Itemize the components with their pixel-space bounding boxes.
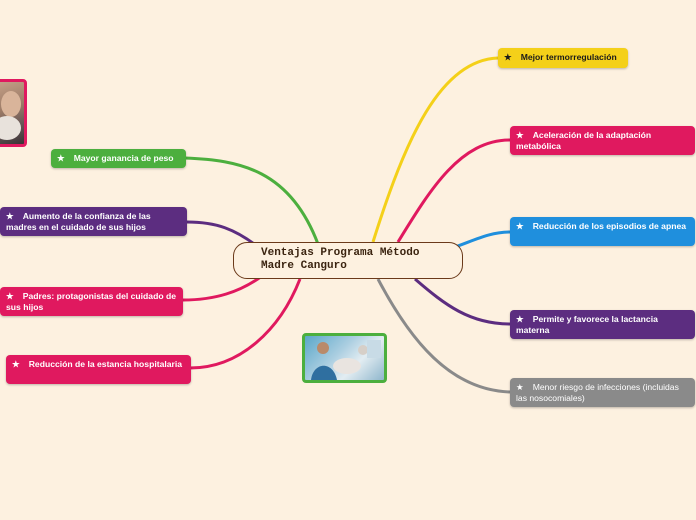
mother-baby-photo: [0, 79, 27, 147]
branch-estancia: [189, 278, 302, 370]
branch-padres: [182, 274, 263, 302]
star-icon: ★: [516, 382, 524, 392]
topic-label: Permite y favorece la lactancia materna: [516, 314, 658, 335]
topic-reduccion-apnea[interactable]: ★ Reducción de los episodios de apnea: [510, 217, 695, 246]
topic-reduccion-estancia[interactable]: ★ Reducción de la estancia hospitalaria: [6, 355, 191, 384]
central-topic[interactable]: Ventajas Programa Método Madre Canguro: [233, 242, 463, 279]
topic-lactancia-materna[interactable]: ★Permite y favorece la lactancia materna: [510, 310, 695, 339]
star-icon: ★: [6, 211, 14, 221]
branch-apnea: [454, 230, 511, 249]
star-icon: ★: [12, 359, 20, 369]
topic-mejor-termorregulacion[interactable]: ★ Mejor termorregulación: [498, 48, 628, 68]
central-topic-line2: Madre Canguro: [261, 260, 347, 272]
branch-lactancia: [414, 277, 511, 326]
star-icon: ★: [516, 130, 524, 140]
topic-label: Menor riesgo de infecciones (incluidas l…: [516, 382, 679, 403]
star-icon: ★: [6, 291, 14, 301]
kangaroo-care-photo: [302, 333, 387, 383]
topic-label: Reducción de la estancia hospitalaria: [28, 359, 183, 369]
topic-aceleracion-metabolica[interactable]: ★Aceleración de la adaptación metabólica: [510, 126, 695, 155]
star-icon: ★: [504, 52, 512, 62]
topic-label: Mayor ganancia de peso: [73, 153, 174, 163]
branch-infecciones: [376, 278, 511, 394]
topic-aumento-confianza[interactable]: ★Aumento de la confianza de las madres e…: [0, 207, 187, 236]
topic-label: Reducción de los episodios de apnea: [532, 221, 687, 231]
photo-subject-shape: [311, 340, 381, 380]
star-icon: ★: [516, 221, 524, 231]
branch-termo: [371, 56, 499, 243]
topic-menor-riesgo-infecciones[interactable]: ★Menor riesgo de infecciones (incluidas …: [510, 378, 695, 407]
photo-subject-shape: [0, 91, 21, 140]
central-topic-line1: Ventajas Programa Método: [261, 247, 420, 259]
topic-mayor-ganancia-peso[interactable]: ★ Mayor ganancia de peso: [51, 149, 186, 168]
star-icon: ★: [57, 153, 65, 163]
branch-metabolica: [396, 138, 511, 243]
topic-label: Padres: protagonistas del cuidado de sus…: [6, 291, 177, 312]
branch-peso: [184, 156, 320, 245]
topic-padres-protagonistas[interactable]: ★Padres: protagonistas del cuidado de su…: [0, 287, 183, 316]
star-icon: ★: [516, 314, 524, 324]
topic-label: Mejor termorregulación: [520, 52, 617, 62]
topic-label: Aumento de la confianza de las madres en…: [6, 211, 151, 232]
topic-label: Aceleración de la adaptación metabólica: [516, 130, 652, 151]
